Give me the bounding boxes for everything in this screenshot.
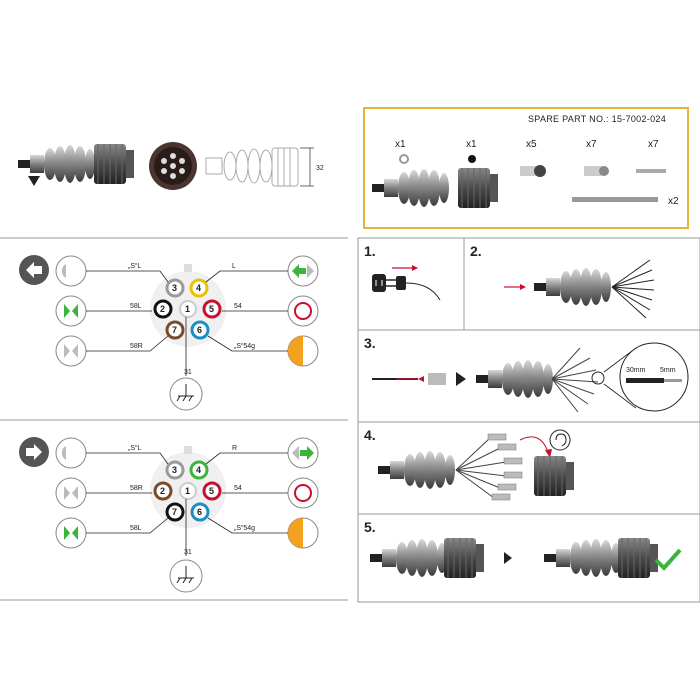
qty-extra: x2 bbox=[668, 196, 679, 207]
cable-tie-part bbox=[572, 197, 658, 202]
qty-4: x7 bbox=[586, 139, 597, 150]
svg-text:31: 31 bbox=[184, 549, 192, 556]
svg-text:7: 7 bbox=[172, 325, 177, 335]
bullet-icon bbox=[468, 155, 476, 163]
svg-text:4: 4 bbox=[196, 465, 201, 475]
step-1-label: 1. bbox=[364, 243, 376, 259]
fog-light-icon bbox=[61, 264, 66, 278]
qty-2: x1 bbox=[466, 139, 477, 150]
brake-light-icon bbox=[294, 302, 312, 320]
turn-right-icon bbox=[300, 446, 314, 460]
checkmark-icon bbox=[654, 548, 682, 571]
svg-text:„S“L: „S“L bbox=[128, 263, 141, 270]
wiring-diagram-left: 3 4 2 1 5 7 6 „S“L L 58L 54 58R „S“54g 3… bbox=[19, 255, 319, 411]
svg-text:6: 6 bbox=[197, 507, 202, 517]
qty-5: x7 bbox=[648, 139, 659, 150]
svg-text:L: L bbox=[232, 263, 236, 270]
svg-text:2: 2 bbox=[160, 304, 165, 314]
turn-left-icon bbox=[292, 264, 306, 278]
step-3-strip-wires: 30mm 5mm bbox=[372, 342, 689, 413]
svg-text:5: 5 bbox=[209, 486, 214, 496]
svg-text:54: 54 bbox=[234, 485, 242, 492]
svg-text:4: 4 bbox=[196, 283, 201, 293]
qty-1: x1 bbox=[395, 139, 406, 150]
plug-front-view bbox=[149, 142, 197, 190]
svg-text:„S“54g: „S“54g bbox=[234, 525, 255, 532]
svg-text:58R: 58R bbox=[130, 343, 143, 350]
position-light-icon bbox=[64, 344, 78, 358]
step-3-label: 3. bbox=[364, 335, 376, 351]
step-1-unplug bbox=[372, 265, 441, 301]
svg-text:1: 1 bbox=[185, 486, 190, 496]
svg-text:„S“L: „S“L bbox=[128, 445, 141, 452]
svg-text:1: 1 bbox=[185, 304, 190, 314]
plug-outline-view bbox=[205, 147, 314, 187]
svg-text:58L: 58L bbox=[130, 525, 142, 532]
pin-part bbox=[636, 169, 666, 173]
spare-part-number: SPARE PART NO.: 15-7002-024 bbox=[528, 114, 666, 124]
svg-text:58L: 58L bbox=[130, 303, 142, 310]
step-4-label: 4. bbox=[364, 427, 376, 443]
step-2-slide-parts bbox=[504, 259, 655, 319]
svg-text:7: 7 bbox=[172, 507, 177, 517]
reverse-light-icon bbox=[288, 336, 303, 366]
svg-text:R: R bbox=[232, 445, 237, 452]
svg-text:3: 3 bbox=[172, 283, 177, 293]
step-5-assemble bbox=[370, 537, 682, 579]
svg-text:5: 5 bbox=[209, 304, 214, 314]
qty-3: x5 bbox=[526, 139, 537, 150]
seal-part bbox=[520, 165, 546, 177]
plug-side-view bbox=[18, 143, 135, 186]
terminal-part bbox=[584, 166, 609, 176]
step-4-crimp-terminals bbox=[378, 429, 575, 501]
svg-text:6: 6 bbox=[197, 325, 202, 335]
step-5-label: 5. bbox=[364, 519, 376, 535]
svg-text:5mm: 5mm bbox=[660, 367, 676, 374]
svg-text:54: 54 bbox=[234, 303, 242, 310]
svg-text:31: 31 bbox=[184, 369, 192, 376]
spare-parts-box: SPARE PART NO.: 15-7002-024 x1 x1 x5 x7 … bbox=[363, 107, 689, 229]
svg-text:2: 2 bbox=[160, 486, 165, 496]
plughead-part bbox=[457, 167, 499, 209]
svg-text:58R: 58R bbox=[130, 485, 143, 492]
svg-text:30mm: 30mm bbox=[626, 367, 646, 374]
svg-text:3: 3 bbox=[172, 465, 177, 475]
ground-icon bbox=[176, 384, 194, 402]
turn-signal-icon bbox=[64, 304, 78, 318]
svg-text:„S“54g: „S“54g bbox=[234, 343, 255, 350]
washer-icon bbox=[399, 154, 409, 164]
step-2-label: 2. bbox=[470, 243, 482, 259]
wiring-diagram-right: 3 4 2 1 5 7 6 „S“L R 58R 54 58L „S“54g 3… bbox=[19, 437, 319, 593]
dimension-label: 32 bbox=[316, 165, 324, 172]
